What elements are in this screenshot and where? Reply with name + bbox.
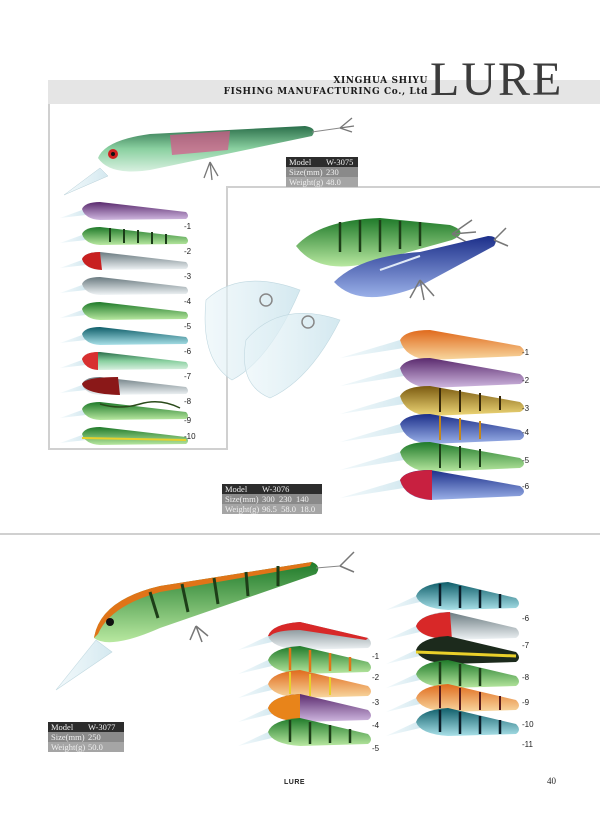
- size-value: 300 230 140: [262, 494, 309, 504]
- model-value: W-3075: [326, 157, 354, 167]
- variant-label: -3: [184, 272, 192, 281]
- variant-label: -5: [522, 456, 530, 465]
- model-label: Model: [51, 722, 74, 732]
- variant-label: -6: [522, 614, 530, 623]
- weight-value: 50.0: [88, 742, 103, 752]
- model-value: W-3077: [88, 722, 116, 732]
- page-number: 40: [547, 776, 556, 786]
- variant-label: -6: [184, 347, 192, 356]
- variant-label: -8: [522, 673, 530, 682]
- frame-line: [48, 448, 228, 450]
- spec-row-model: Model W-3076: [222, 484, 322, 494]
- variant-label: -4: [372, 721, 380, 730]
- lure-w3075-main: [63, 117, 355, 196]
- variant-label: -11: [522, 740, 533, 749]
- variant-label: -1: [184, 222, 192, 231]
- spec-row-weight: Weight(g) 48.0: [286, 177, 358, 187]
- variant-label: -2: [184, 247, 192, 256]
- variant-label: -9: [522, 698, 530, 707]
- company-name: XINGHUA SHIYU FISHING MANUFACTURING Co.,…: [224, 76, 428, 98]
- footer-label: LURE: [284, 779, 306, 786]
- lure-w3076-variants: [340, 330, 524, 500]
- spec-row-size: Size(mm) 250: [48, 732, 124, 742]
- spec-table-w3075: Model W-3075 Size(mm) 230 Weight(g) 48.0: [286, 157, 358, 187]
- variant-label: -1: [522, 348, 530, 357]
- variant-label: -2: [522, 376, 530, 385]
- variant-label: -6: [522, 482, 530, 491]
- model-value: W-3076: [262, 484, 290, 494]
- variant-label: -3: [522, 404, 530, 413]
- spec-row-size: Size(mm) 300 230 140: [222, 494, 322, 504]
- spec-row-weight: Weight(g) 50.0: [48, 742, 124, 752]
- weight-label: Weight(g): [51, 742, 86, 752]
- variant-label: -7: [522, 641, 530, 650]
- model-label: Model: [225, 484, 248, 494]
- lure-w3077-main: [55, 551, 355, 691]
- variant-label: -8: [184, 397, 192, 406]
- company-line-2: FISHING MANUFACTURING Co., Ltd: [223, 87, 428, 97]
- weight-value: 48.0: [326, 177, 341, 187]
- spec-row-model: Model W-3077: [48, 722, 124, 732]
- spec-row-size: Size(mm) 230: [286, 167, 358, 177]
- lure-w3075-variants: [60, 202, 188, 445]
- variant-label: -10: [184, 432, 196, 441]
- spec-row-model: Model W-3075: [286, 157, 358, 167]
- weight-label: Weight(g): [225, 504, 260, 514]
- variant-label: -10: [522, 720, 534, 729]
- variant-label: -3: [372, 698, 380, 707]
- size-label: Size(mm): [225, 494, 259, 504]
- frame-line: [48, 104, 50, 450]
- variant-label: -5: [184, 322, 192, 331]
- variant-label: -5: [372, 744, 380, 753]
- frame-line: [226, 186, 600, 188]
- variant-label: -7: [184, 372, 192, 381]
- variant-label: -1: [372, 652, 380, 661]
- spec-row-weight: Weight(g) 96.5 58.0 18.0: [222, 504, 322, 514]
- model-label: Model: [289, 157, 312, 167]
- variant-label: -2: [372, 673, 380, 682]
- spec-table-w3077: Model W-3077 Size(mm) 250 Weight(g) 50.0: [48, 722, 124, 752]
- brand-title: LURE: [430, 53, 564, 106]
- weight-label: Weight(g): [289, 177, 324, 187]
- frame-line: [0, 533, 600, 535]
- variant-label: -9: [184, 416, 192, 425]
- lure-w3077-variants-left: [238, 622, 371, 746]
- variant-label: -4: [184, 297, 192, 306]
- size-value: 230: [326, 167, 339, 177]
- size-value: 250: [88, 732, 101, 742]
- size-label: Size(mm): [51, 732, 85, 742]
- spec-table-w3076: Model W-3076 Size(mm) 300 230 140 Weight…: [222, 484, 322, 514]
- weight-value: 96.5 58.0 18.0: [262, 504, 316, 514]
- lure-w3077-variants-right: [386, 582, 519, 736]
- company-line-1: XINGHUA SHIYU: [333, 76, 428, 86]
- size-label: Size(mm): [289, 167, 323, 177]
- lure-w3076-main: [204, 218, 509, 399]
- variant-label: -4: [522, 428, 530, 437]
- header-band: [48, 80, 600, 104]
